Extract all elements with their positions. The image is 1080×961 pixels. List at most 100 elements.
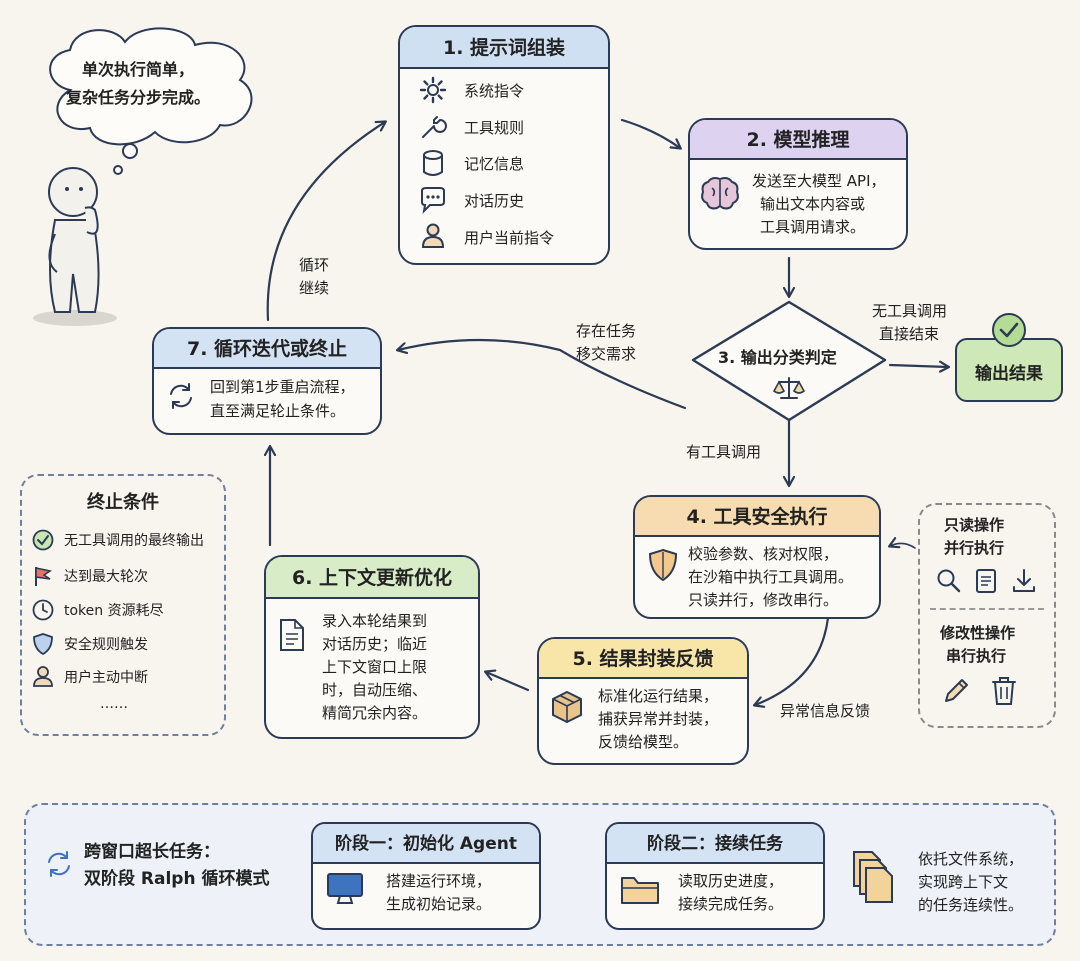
download-icon: [1013, 569, 1035, 592]
phase1-title: 阶段一：初始化 Agent: [334, 834, 517, 854]
chat-bubble-icon: [421, 187, 445, 214]
termination-item: 无工具调用的最终输出: [64, 533, 204, 549]
phase1-line: 搭建运行环境，: [386, 872, 492, 890]
step1-header: 1. 提示词组装: [400, 27, 608, 69]
phase2-box: 阶段二：接续任务: [605, 822, 825, 930]
thought-line-1: 单次执行简单，: [82, 60, 195, 79]
document-icon: [280, 619, 304, 651]
phase2-line: 读取历史进度，: [678, 872, 784, 890]
ops-readonly-line: 只读操作: [944, 516, 1005, 534]
step2-line: 输出文本内容或: [760, 195, 866, 213]
step2-title: 2. 模型推理: [746, 129, 850, 151]
arrow-7-to-1: [266, 122, 385, 322]
step4-line: 只读并行，修改串行。: [688, 591, 839, 609]
step1-title: 1. 提示词组装: [442, 37, 566, 59]
document-icon: [976, 569, 996, 593]
step7-box: 7. 循环迭代或终止: [152, 327, 382, 435]
edge-has-task-line: 移交需求: [576, 345, 637, 363]
phase2-title: 阶段二：接续任务: [647, 834, 783, 854]
step5-title: 5. 结果封装反馈: [572, 648, 714, 670]
check-circle-icon: [992, 313, 1026, 347]
step4-header: 4. 工具安全执行: [635, 497, 879, 537]
search-icon: [937, 569, 961, 593]
thinking-person-figure: [33, 167, 117, 326]
phase1-line: 生成初始记录。: [386, 895, 492, 913]
step4-line: 在沙箱中执行工具调用。: [688, 568, 854, 586]
step1-item: 对话历史: [464, 192, 525, 210]
step6-line: 录入本轮结果到: [322, 612, 428, 630]
step5-line: 反馈给模型。: [598, 733, 689, 751]
termination-item: 达到最大轮次: [64, 569, 148, 585]
edge-no-tool-line: 直接结束: [879, 325, 940, 343]
pencil-icon: [945, 679, 968, 702]
bottom-note-line: 的任务连续性。: [918, 896, 1024, 914]
clock-icon: [32, 599, 54, 621]
bottom-note-line: 依托文件系统，: [918, 850, 1024, 868]
edge-loop-line: 循环: [299, 256, 330, 274]
arrow-ops-to-4: [890, 543, 916, 549]
step7-line: 回到第1步重启流程，: [210, 378, 355, 396]
step6-box: 6. 上下文更新优化: [264, 555, 480, 739]
step7-line: 直至满足轮止条件。: [210, 402, 346, 420]
step7-title: 7. 循环迭代或终止: [186, 338, 348, 360]
step4-title: 4. 工具安全执行: [686, 506, 828, 528]
ops-divider: [930, 608, 1044, 610]
shield-icon: [33, 633, 53, 656]
wrench-icon: [422, 116, 447, 138]
trash-icon: [992, 677, 1016, 705]
stacked-documents-icon: [853, 851, 893, 903]
gear-icon: [419, 76, 447, 104]
step5-line: 标准化运行结果，: [598, 687, 719, 705]
database-icon: [423, 150, 443, 176]
step1-item: 记忆信息: [464, 155, 525, 173]
arrow-1-to-2: [620, 118, 680, 148]
step3-diamond: [691, 300, 887, 422]
step6-header: 6. 上下文更新优化: [266, 557, 478, 599]
step1-item: 工具规则: [464, 119, 525, 137]
bottom-note-line: 实现跨上下文: [918, 873, 1009, 891]
step5-header: 5. 结果封装反馈: [539, 639, 747, 679]
brain-icon: [701, 177, 739, 210]
thought-bubble: [49, 27, 253, 175]
step6-line: 时，自动压缩、: [322, 681, 428, 699]
edge-exception: 异常信息反馈: [780, 702, 871, 720]
step7-header: 7. 循环迭代或终止: [154, 329, 380, 369]
edge-loop-line: 继续: [299, 279, 330, 297]
phase1-box: 阶段一：初始化 Agent: [311, 822, 541, 930]
arrow-5-to-6: [486, 672, 530, 692]
step2-header: 2. 模型推理: [690, 120, 906, 160]
arrow-4-to-5: [755, 616, 830, 705]
ops-modify-line: 修改性操作: [940, 624, 1016, 642]
flag-icon: [35, 567, 53, 586]
termination-more: ……: [100, 696, 128, 712]
shield-icon: [648, 548, 678, 582]
step2-line: 发送至大模型 API，: [752, 172, 886, 190]
step2-line: 工具调用请求。: [760, 218, 866, 236]
termination-title: 终止条件: [87, 492, 159, 513]
output-title: 输出结果: [975, 364, 1043, 384]
termination-panel: 终止条件: [20, 474, 226, 736]
bottom-title-line: 双阶段 Ralph 循环模式: [84, 869, 270, 889]
output-box: 输出结果: [955, 338, 1063, 402]
folder-icon: [621, 877, 659, 904]
step5-line: 捕获异常并封装，: [598, 710, 719, 728]
phase2-line: 接续完成任务。: [678, 895, 784, 913]
termination-item: 用户主动中断: [64, 670, 148, 686]
user-icon: [33, 666, 53, 687]
phase1-header: 阶段一：初始化 Agent: [313, 824, 539, 864]
ops-readonly-line: 并行执行: [944, 539, 1005, 557]
step6-title: 6. 上下文更新优化: [291, 567, 453, 589]
thought-line-2: 复杂任务分步完成。: [66, 88, 211, 107]
user-icon: [421, 223, 445, 248]
arrow-3-to-7: [398, 338, 687, 410]
package-box-icon: [552, 691, 582, 723]
step6-line: 上下文窗口上限: [322, 658, 428, 676]
cycle-arrows-icon: [48, 851, 70, 877]
ops-panel: [918, 503, 1056, 728]
step3-title: 3. 输出分类判定: [718, 348, 837, 367]
step1-item: 系统指令: [464, 82, 525, 100]
edge-no-tool-line: 无工具调用: [872, 302, 948, 320]
ops-modify-line: 串行执行: [946, 647, 1007, 665]
edge-has-task-line: 存在任务: [576, 322, 637, 340]
check-circle-icon: [32, 529, 54, 551]
